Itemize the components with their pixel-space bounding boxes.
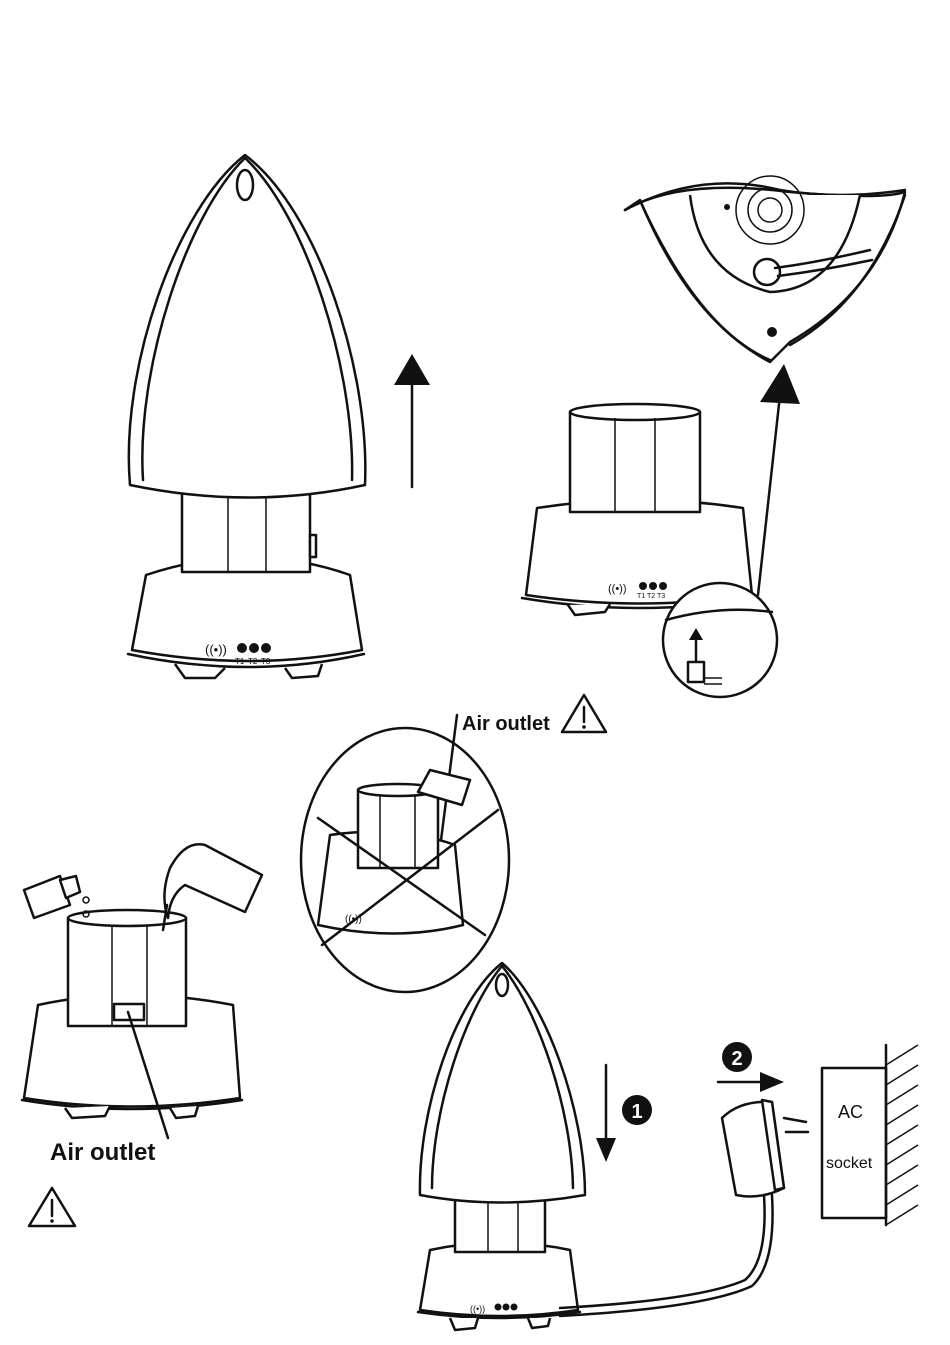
warning-icon: [29, 1188, 75, 1226]
timer-t1-label: T1: [235, 657, 245, 666]
step-connect-plug: ((•)) T1 T2 T3: [522, 176, 905, 697]
underside-detail: [625, 176, 905, 362]
mist-icon: ((•)): [470, 1304, 485, 1314]
oil-bottle-icon: [24, 876, 89, 918]
ac-adapter-icon: [722, 1100, 808, 1196]
down-arrow-icon: [596, 1065, 616, 1162]
ac-socket: AC socket: [822, 1045, 918, 1225]
warning-not-air-outlet: Air outlet ((•)): [301, 695, 606, 992]
timer-t2-label: T2: [248, 657, 258, 666]
step-2-number: 2: [731, 1048, 742, 1070]
socket-label: socket: [826, 1155, 873, 1172]
step-lift-cover: ((•)) T1 T2 T3: [128, 155, 430, 678]
up-arrow-icon: [758, 364, 800, 595]
cone-cover: [420, 963, 585, 1203]
step-fill-water: Air outlet: [22, 844, 262, 1226]
cone-cover: [129, 155, 366, 498]
step-replace-cover-and-plug-in: ((•)) 1: [418, 963, 918, 1330]
timer-labels: T1 T2 T3: [637, 593, 665, 600]
prohibited-icon: ((•)): [301, 728, 509, 992]
up-arrow-icon: [394, 354, 430, 487]
step-2-badge: 2: [722, 1042, 752, 1072]
timer-t3-label: T3: [261, 657, 271, 666]
humidifier-base: ((•)): [418, 1190, 580, 1330]
mist-icon: ((•)): [608, 583, 627, 595]
air-outlet-label-bottom: Air outlet: [50, 1139, 155, 1166]
step-1-badge: 1: [622, 1095, 652, 1125]
ac-label: AC: [838, 1102, 863, 1122]
plug-detail-circle: [663, 583, 777, 697]
warning-icon: [562, 695, 606, 732]
step-1-number: 1: [631, 1101, 642, 1123]
humidifier-base: [22, 910, 242, 1118]
power-cord: [560, 1195, 773, 1316]
mist-icon: ((•)): [205, 642, 227, 657]
air-outlet-label-top: Air outlet: [462, 713, 550, 735]
right-arrow-icon: [718, 1072, 784, 1092]
